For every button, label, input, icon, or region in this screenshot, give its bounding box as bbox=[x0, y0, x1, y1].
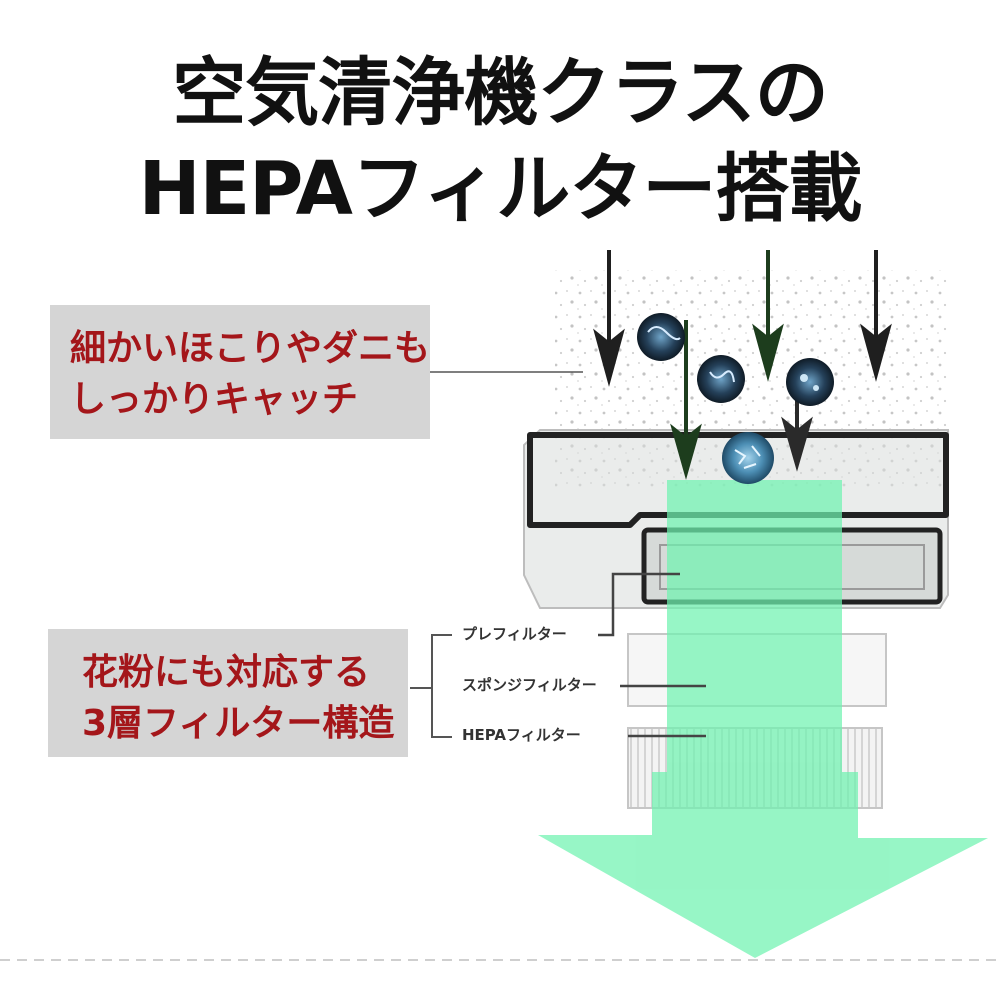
down-arrow-icon bbox=[593, 250, 625, 387]
structure-callout-line-1: 花粉にも対応する bbox=[82, 652, 371, 693]
mite-icon bbox=[697, 355, 745, 403]
down-arrow-icon bbox=[670, 320, 702, 480]
pollen-icon bbox=[786, 358, 834, 406]
pre-filter-leader bbox=[598, 572, 680, 637]
bacteria-icon bbox=[722, 432, 774, 484]
structure-callout: 花粉にも対応する 3層フィルター構造 bbox=[48, 629, 408, 757]
pre-filter-label: プレフィルター bbox=[462, 625, 567, 643]
mite-icon bbox=[637, 313, 685, 361]
down-arrow-icon bbox=[860, 250, 892, 382]
title-line-1: 空気清浄機クラスの bbox=[172, 50, 829, 136]
down-arrow-icon bbox=[752, 250, 784, 382]
dust-callout-line-2: しっかりキャッチ bbox=[70, 379, 359, 421]
airflow-arrow bbox=[538, 480, 988, 958]
filter-bracket bbox=[410, 634, 452, 738]
sponge-filter-label: スポンジフィルター bbox=[462, 676, 597, 694]
structure-callout-line-2: 3層フィルター構造 bbox=[82, 703, 395, 745]
title-line-2: HEPAフィルター搭載 bbox=[138, 146, 863, 232]
hepa-filter-label: HEPAフィルター bbox=[462, 726, 581, 744]
dust-callout-line-1: 細かいほこりやダニも bbox=[70, 328, 431, 369]
dust-callout: 細かいほこりやダニも しっかりキャッチ bbox=[50, 305, 430, 439]
